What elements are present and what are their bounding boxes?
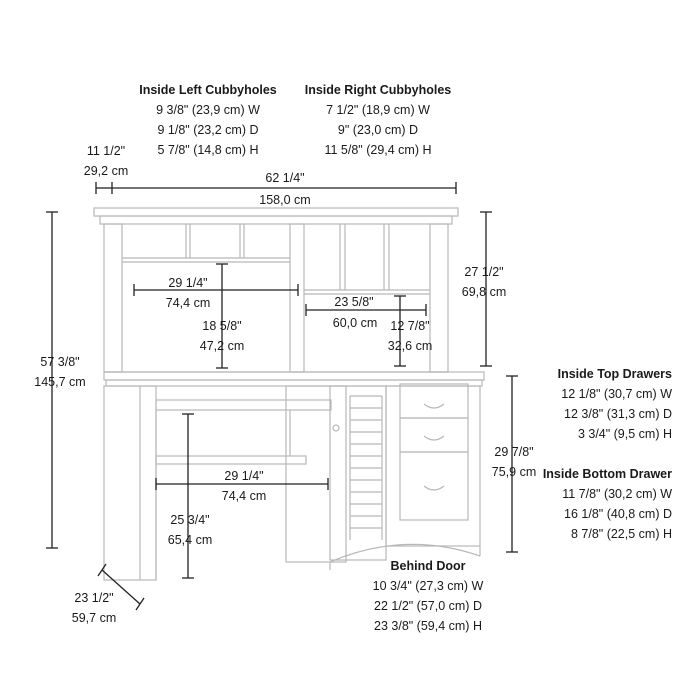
inside-left-cubbyholes-spec: Inside Left Cubbyholes 9 3/8" (23,9 cm) … (126, 80, 290, 160)
spec-width: 12 1/8" (30,7 cm) W (561, 387, 672, 401)
hutch-right-opening-width-cm-label: 60,0 cm (322, 313, 388, 333)
dim-inches: 23 5/8" (334, 295, 374, 309)
overall-width-cm-label: 158,0 cm (245, 190, 325, 210)
spec-height: 5 7/8" (14,8 cm) H (157, 143, 259, 157)
desk-outline (93, 207, 485, 581)
hutch-depth-label: 11 1/2" 29,2 cm (76, 141, 136, 181)
spec-width: 10 3/4" (27,3 cm) W (372, 579, 484, 593)
dimension-lines (46, 182, 518, 611)
spec-depth: 22 1/2" (57,0 cm) D (374, 599, 482, 613)
hutch-left-opening-height-label: 18 5/8" 47,2 cm (190, 316, 254, 356)
inside-top-drawers-spec: Inside Top Drawers 12 1/8" (30,7 cm) W 1… (530, 364, 672, 444)
dim-inches: 62 1/4" (265, 171, 305, 185)
hutch-left-opening-width-label: 29 1/4" (156, 273, 220, 293)
spec-height: 11 5/8" (29,4 cm) H (324, 143, 432, 157)
spec-title: Inside Bottom Drawer (542, 467, 672, 481)
dim-cm: 59,7 cm (71, 611, 117, 625)
desk-height-label: 29 7/8" 75,9 cm (482, 442, 546, 482)
hutch-right-opening-width-label: 23 5/8" (322, 292, 386, 312)
dim-inches: 18 5/8" (202, 319, 242, 333)
dim-cm: 69,8 cm (461, 285, 507, 299)
dim-cm: 74,4 cm (165, 296, 211, 310)
dim-inches: 29 1/4" (168, 276, 208, 290)
spec-height: 8 7/8" (22,5 cm) H (570, 527, 672, 541)
overall-width-label: 62 1/4" (250, 168, 320, 188)
dim-inches: 29 7/8" (494, 445, 534, 459)
dim-cm: 32,6 cm (387, 339, 433, 353)
dim-inches: 29 1/4" (224, 469, 264, 483)
overall-height-label: 57 3/8" 145,7 cm (28, 352, 92, 392)
dim-cm: 158,0 cm (259, 193, 311, 207)
dim-cm: 145,7 cm (34, 375, 86, 389)
behind-door-spec: Behind Door 10 3/4" (27,3 cm) W 22 1/2" … (356, 556, 500, 636)
spec-depth: 9" (23,0 cm) D (337, 123, 419, 137)
inside-right-cubbyholes-spec: Inside Right Cubbyholes 7 1/2" (18,9 cm)… (296, 80, 460, 160)
dim-cm: 74,4 cm (221, 489, 267, 503)
dim-cm: 29,2 cm (83, 164, 129, 178)
spec-width: 9 3/8" (23,9 cm) W (156, 103, 260, 117)
dim-inches: 25 3/4" (170, 513, 210, 527)
dim-inches: 27 1/2" (464, 265, 504, 279)
spec-title: Behind Door (390, 559, 466, 573)
dim-inches: 57 3/8" (40, 355, 80, 369)
dim-cm: 60,0 cm (332, 316, 378, 330)
spec-height: 3 3/4" (9,5 cm) H (577, 427, 672, 441)
spec-depth: 9 1/8" (23,2 cm) D (157, 123, 259, 137)
spec-depth: 12 3/8" (31,3 cm) D (564, 407, 672, 421)
inside-bottom-drawer-spec: Inside Bottom Drawer 11 7/8" (30,2 cm) W… (530, 464, 672, 544)
desk-depth-label: 23 1/2" 59,7 cm (62, 588, 126, 628)
spec-height: 23 3/8" (59,4 cm) H (374, 619, 482, 633)
spec-width: 7 1/2" (18,9 cm) W (326, 103, 430, 117)
spec-width: 11 7/8" (30,2 cm) W (562, 487, 672, 501)
dim-cm: 65,4 cm (167, 533, 213, 547)
dim-cm: 47,2 cm (199, 339, 245, 353)
knee-space-width-cm-label: 74,4 cm (210, 486, 278, 506)
spec-depth: 16 1/8" (40,8 cm) D (564, 507, 672, 521)
dim-inches: 11 1/2" (86, 144, 126, 158)
knee-space-height-label: 25 3/4" 65,4 cm (158, 510, 222, 550)
spec-title: Inside Left Cubbyholes (139, 83, 277, 97)
spec-title: Inside Right Cubbyholes (304, 83, 452, 97)
hutch-left-opening-width-cm-label: 74,4 cm (154, 293, 222, 313)
knee-space-width-label: 29 1/4" (212, 466, 276, 486)
spec-title: Inside Top Drawers (557, 367, 672, 381)
hutch-height-label: 27 1/2" 69,8 cm (452, 262, 516, 302)
hutch-right-opening-height-label: 12 7/8" 32,6 cm (378, 316, 442, 356)
dim-inches: 23 1/2" (74, 591, 114, 605)
dim-inches: 12 7/8" (390, 319, 430, 333)
dim-cm: 75,9 cm (491, 465, 537, 479)
